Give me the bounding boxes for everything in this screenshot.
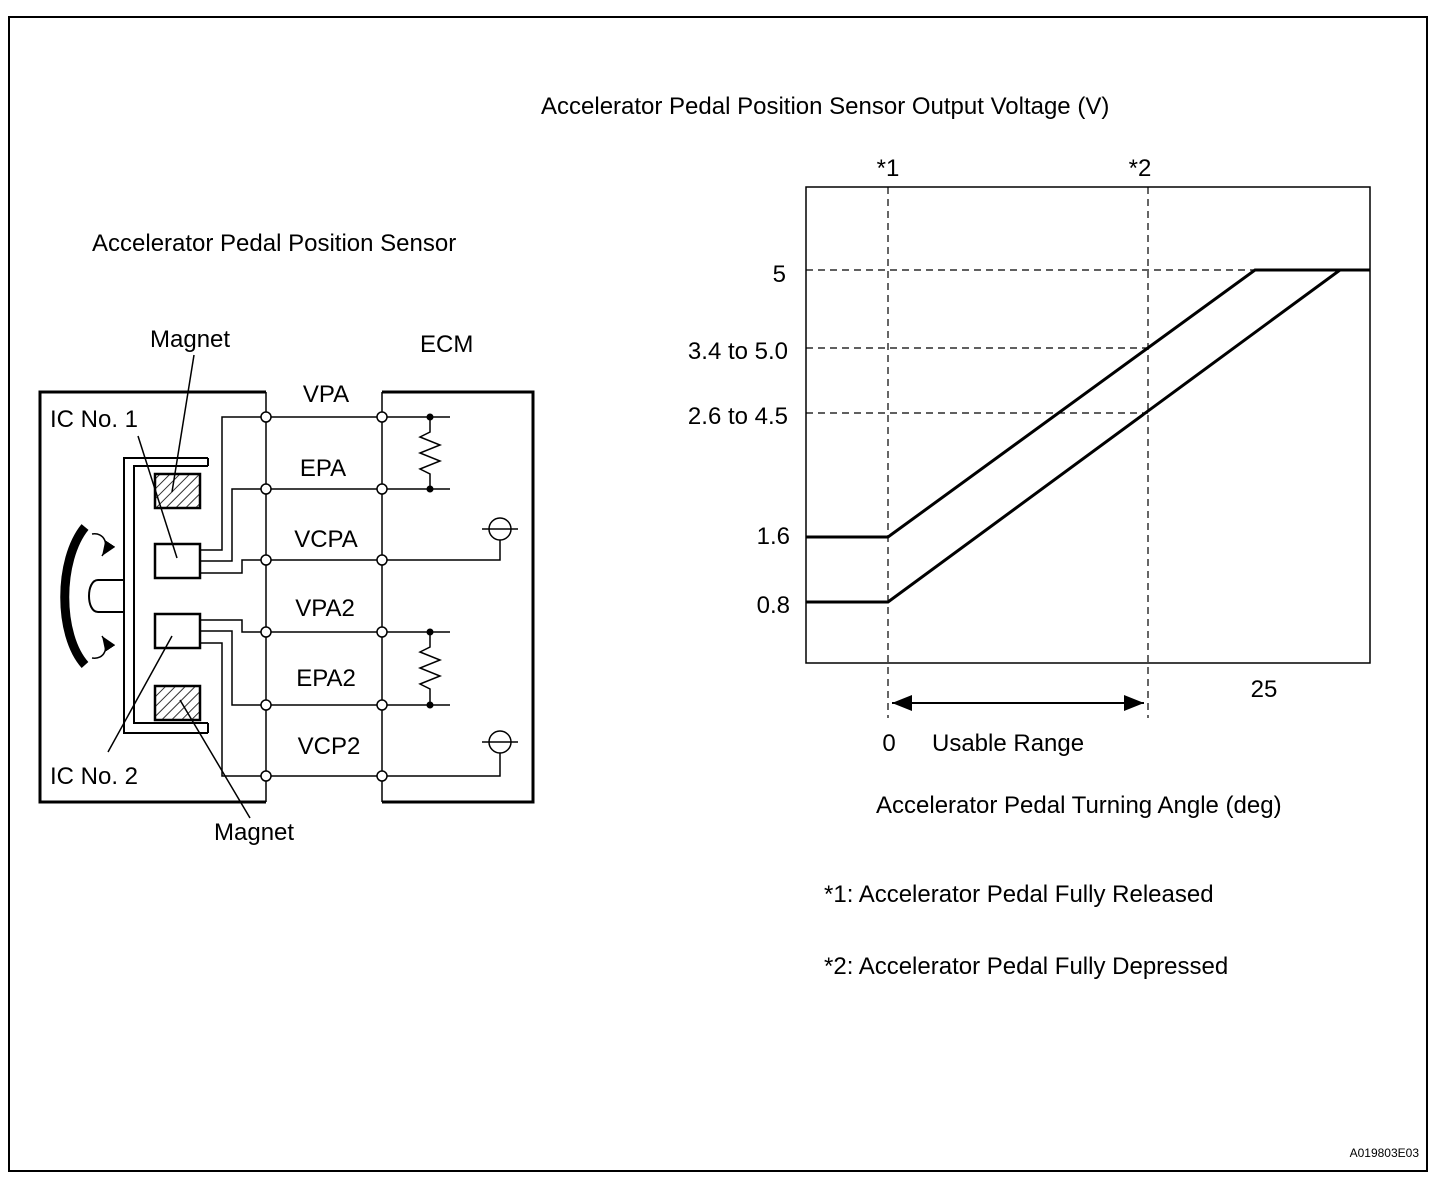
ecm-housing bbox=[382, 390, 535, 804]
x-axis-label: Accelerator Pedal Turning Angle (deg) bbox=[876, 792, 1282, 819]
magnet-top-label: Magnet bbox=[150, 326, 230, 353]
ecm-voltage-source-symbols bbox=[482, 517, 518, 754]
terminal-epa2: EPA2 bbox=[296, 665, 356, 692]
terminal-wires bbox=[266, 416, 382, 777]
ic1-label: IC No. 1 bbox=[50, 406, 138, 433]
ecm-junction-dots bbox=[426, 413, 434, 709]
terminal-vpa: VPA bbox=[303, 381, 349, 408]
magnet-top-leader bbox=[171, 354, 195, 493]
y-tick-0-8: 0.8 bbox=[757, 592, 790, 619]
figure-frame bbox=[8, 16, 1428, 1172]
ic2-wiring bbox=[200, 619, 266, 777]
ic1-wiring bbox=[200, 416, 266, 574]
terminal-epa: EPA bbox=[300, 455, 346, 482]
y-tick-1-6: 1.6 bbox=[757, 523, 790, 550]
ic2-leader bbox=[107, 635, 173, 753]
y-tick-2-6-to-4-5: 2.6 to 4.5 bbox=[688, 403, 788, 430]
x-tick-0: 0 bbox=[882, 730, 895, 757]
terminal-vcp2: VCP2 bbox=[298, 733, 361, 760]
rotor-inner-frame bbox=[133, 465, 208, 724]
magnet-bottom-label: Magnet bbox=[214, 819, 294, 846]
ic2-label: IC No. 2 bbox=[50, 763, 138, 790]
terminal-circles bbox=[260, 411, 388, 782]
terminal-vcpa: VCPA bbox=[294, 526, 358, 553]
ic-no2 bbox=[153, 612, 202, 650]
ic1-leader bbox=[137, 435, 178, 559]
terminal-vpa2: VPA2 bbox=[295, 595, 355, 622]
note-1: *1: Accelerator Pedal Fully Released bbox=[824, 881, 1214, 908]
marker-1-label: *1 bbox=[877, 155, 900, 182]
vpa2-output-line bbox=[806, 268, 1370, 604]
ecm-circuitry bbox=[387, 416, 501, 777]
reference-lines bbox=[806, 187, 1370, 718]
ic-no1 bbox=[153, 542, 202, 580]
figure-code: A019803E03 bbox=[1350, 1146, 1420, 1160]
sensor-title: Accelerator Pedal Position Sensor bbox=[92, 230, 456, 257]
sensor-housing bbox=[38, 390, 266, 804]
usable-range-label: Usable Range bbox=[932, 730, 1084, 757]
note-2: *2: Accelerator Pedal Fully Depressed bbox=[824, 953, 1228, 980]
y-tick-3-4-to-5-0: 3.4 to 5.0 bbox=[688, 338, 788, 365]
rotor-outer-frame bbox=[123, 457, 208, 734]
ecm-label: ECM bbox=[420, 331, 473, 358]
marker-2-label: *2 bbox=[1129, 155, 1152, 182]
vpa-output-line bbox=[806, 268, 1370, 539]
sensor-circuit-diagram: Accelerator Pedal Position Sensor Magnet… bbox=[38, 230, 535, 846]
output-voltage-graph: Accelerator Pedal Position Sensor Output… bbox=[541, 93, 1371, 819]
magnet-top bbox=[153, 472, 202, 510]
plot-area bbox=[805, 186, 1371, 664]
graph-title: Accelerator Pedal Position Sensor Output… bbox=[541, 93, 1109, 120]
magnet-bottom bbox=[153, 684, 202, 722]
rotation-symbol bbox=[60, 524, 124, 669]
x-tick-25: 25 bbox=[1251, 676, 1278, 703]
magnet-bottom-leader bbox=[179, 699, 251, 819]
y-tick-5: 5 bbox=[773, 261, 786, 288]
